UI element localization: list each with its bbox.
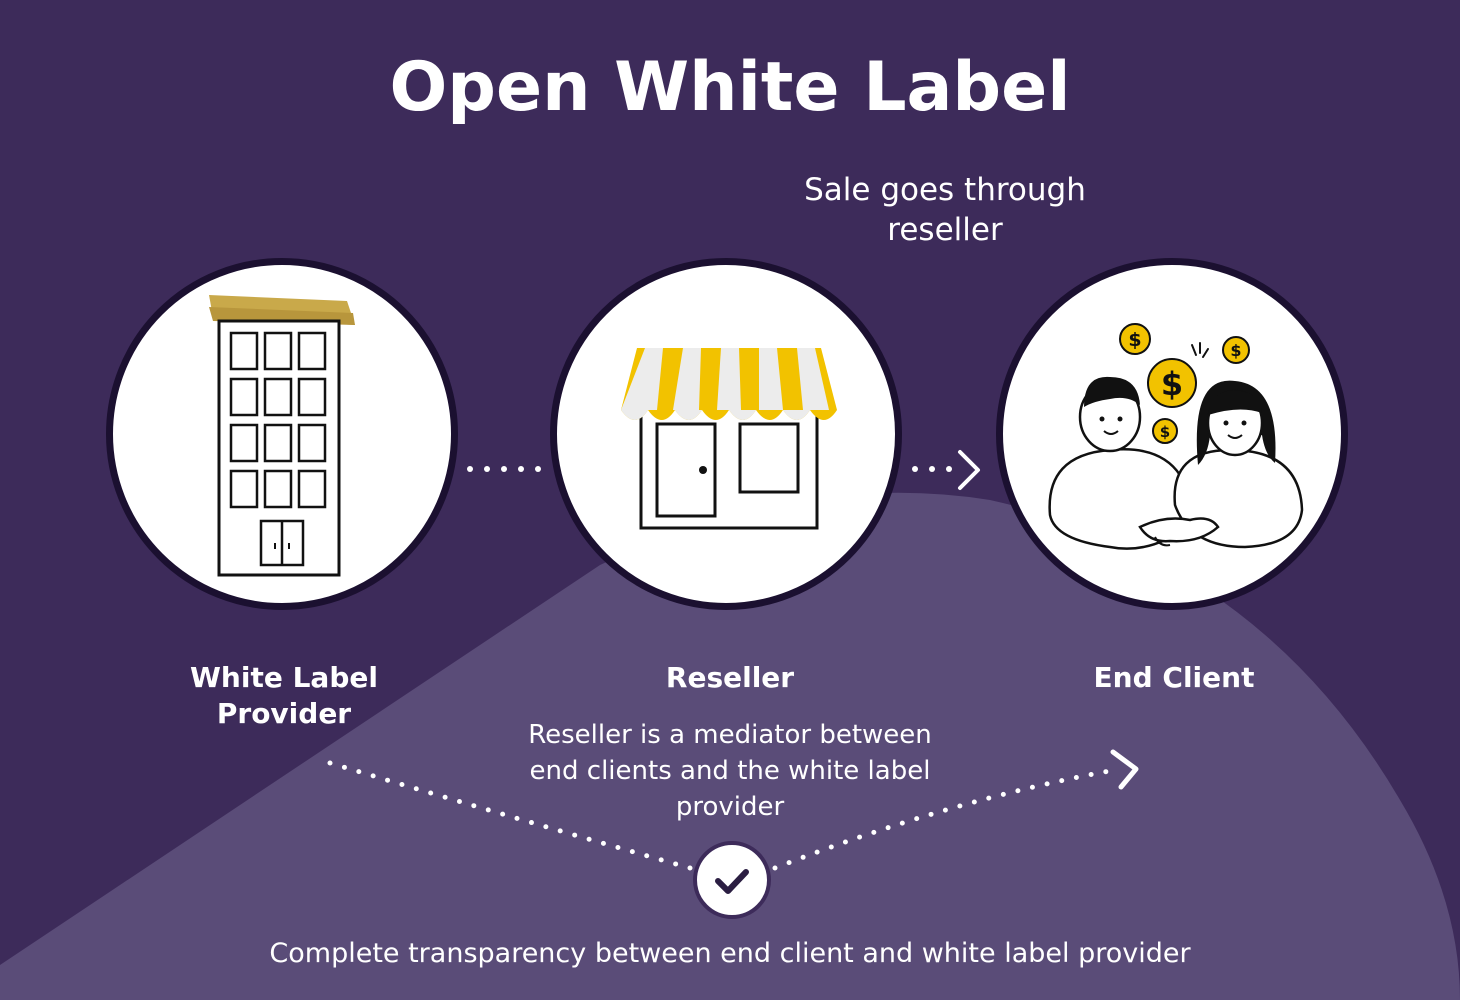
page-title: Open White Label [389,48,1071,127]
reseller-description-line-1: Reseller is a mediator between [528,720,932,750]
svg-text:$: $ [1161,365,1183,403]
reseller-label: Reseller [580,660,880,696]
office-building-icon [209,295,355,577]
clients-handshake-icon: $ $ $ $ [1048,323,1304,550]
provider-label-line-1: White Label [190,661,378,694]
reseller-description-line-2: end clients and the white label [529,756,931,786]
svg-text:$: $ [1230,341,1241,360]
provider-label-line-2: Provider [216,697,352,730]
reseller-label-line-1: Reseller [665,661,795,694]
storefront-icon [621,348,837,530]
sale-note-line-2: reseller [887,212,1003,248]
transparency-check-badge [693,841,771,919]
svg-text:$: $ [1128,329,1141,351]
checkmark-icon [715,869,749,894]
end-client-node-circle [996,258,1348,610]
svg-text:$: $ [1160,423,1170,441]
sale-note-line-1: Sale goes through [804,172,1086,208]
sale-note: Sale goes through reseller [760,170,1130,250]
reseller-description: Reseller is a mediator between end clien… [490,717,970,825]
provider-label: White Label Provider [134,660,434,732]
reseller-description-line-3: provider [675,792,785,822]
transparency-note: Complete transparency between end client… [269,938,1191,969]
end-client-label-line-1: End Client [1093,661,1255,694]
end-client-label: End Client [1024,660,1324,696]
